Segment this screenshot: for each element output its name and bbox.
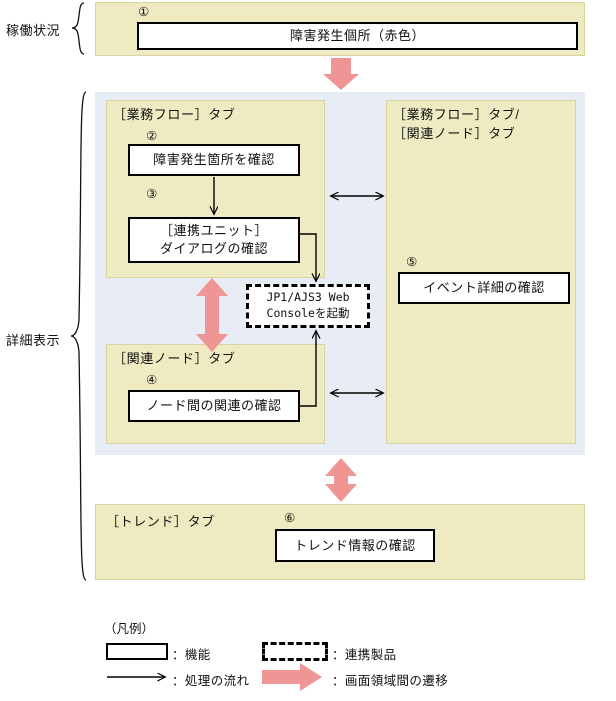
brace-detail-display xyxy=(70,91,87,581)
legend-entry-linked-product-label: ：連携製品 xyxy=(332,648,397,662)
transition-arrow-vertical-trend xyxy=(325,458,357,502)
tab-label-business-flow-related-node: ［業務フロー］タブ/ ［関連ノード］タブ xyxy=(393,107,520,141)
function-box-linked-unit-dialog[interactable]: ［連携ユニット］ ダイアログの確認 xyxy=(128,217,300,263)
legend-solid-box-icon xyxy=(106,643,168,660)
brace-label-detail-display: 詳細表示 xyxy=(6,333,61,348)
transition-arrow-down-top xyxy=(323,58,359,90)
step-number-1: ① xyxy=(138,5,150,19)
legend-entry-screen-transition-label: ：画面領域間の遷移 xyxy=(332,674,449,688)
function-box-linked-unit-dialog-label: ［連携ユニット］ ダイアログの確認 xyxy=(159,222,268,256)
step-number-4: ④ xyxy=(146,373,158,387)
function-box-confirm-fault-location-label: 障害発生箇所を確認 xyxy=(153,152,275,168)
legend-dashed-box-icon xyxy=(262,642,328,661)
linked-product-box-label: JP1/AJS3 Web Consoleを起動 xyxy=(266,290,350,320)
function-box-fault-location-label: 障害発生個所（赤色） xyxy=(289,28,425,44)
function-box-event-detail-label: イベント詳細の確認 xyxy=(423,280,545,296)
function-box-trend-info-label: トレンド情報の確認 xyxy=(294,537,416,553)
legend-title: （凡例） xyxy=(104,622,155,636)
function-box-event-detail[interactable]: イベント詳細の確認 xyxy=(398,272,570,304)
legend-entry-process-flow-label: ：処理の流れ xyxy=(172,674,250,688)
step-number-2: ② xyxy=(146,129,158,143)
function-box-node-relation-label: ノード間の関連の確認 xyxy=(146,398,282,414)
function-box-confirm-fault-location[interactable]: 障害発生箇所を確認 xyxy=(128,144,300,176)
tab-label-business-flow: ［業務フロー］タブ xyxy=(113,107,236,122)
step-number-6: ⑥ xyxy=(284,511,296,525)
tab-label-trend: ［トレンド］タブ xyxy=(106,514,215,529)
step-number-3: ③ xyxy=(146,187,158,201)
function-box-trend-info[interactable]: トレンド情報の確認 xyxy=(275,529,435,562)
brace-label-operating-status: 稼働状況 xyxy=(6,23,61,38)
legend-entry-function-label: ：機能 xyxy=(172,648,211,662)
tab-label-related-node: ［関連ノード］タブ xyxy=(113,351,236,366)
step-number-5: ⑤ xyxy=(406,255,418,269)
function-box-node-relation[interactable]: ノード間の関連の確認 xyxy=(128,390,300,422)
brace-operating-status xyxy=(71,2,85,55)
function-box-fault-location[interactable]: 障害発生個所（赤色） xyxy=(137,22,578,50)
legend-thick-arrow-icon xyxy=(262,663,322,691)
linked-product-box-jp1-ajs3-web-console[interactable]: JP1/AJS3 Web Consoleを起動 xyxy=(246,284,370,328)
